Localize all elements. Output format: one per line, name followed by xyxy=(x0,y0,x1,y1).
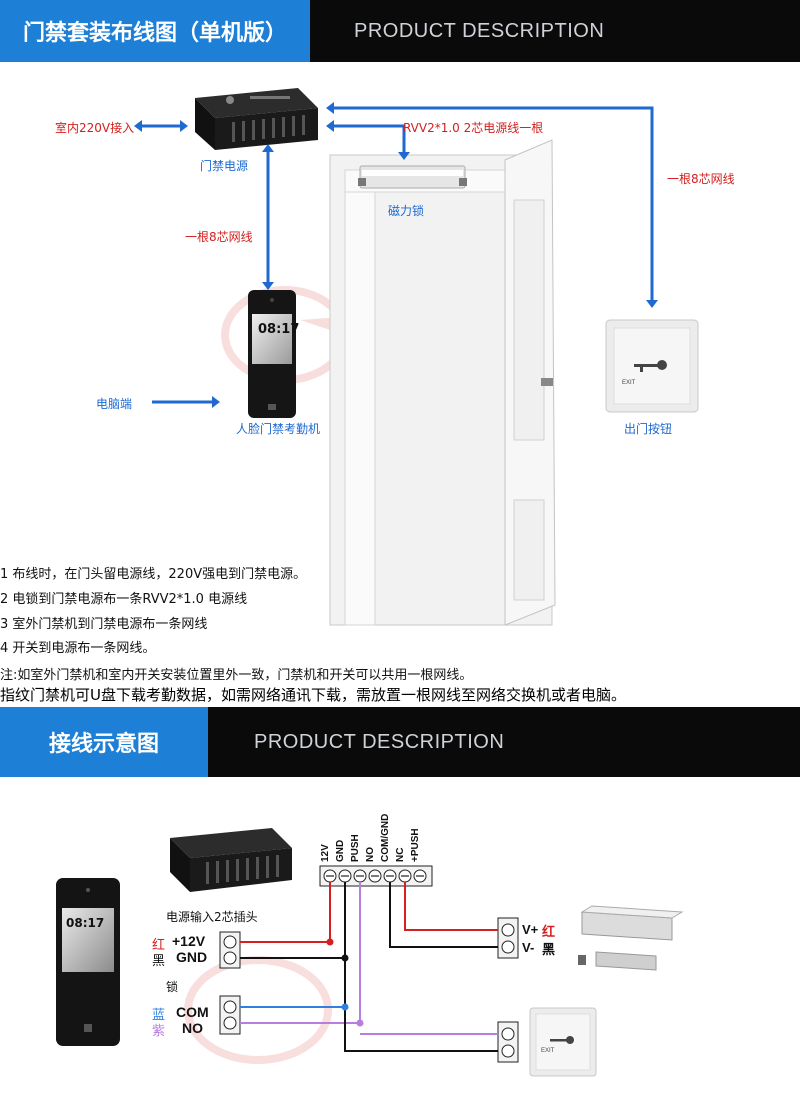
magnetic-lock xyxy=(358,165,467,189)
terminal-label-12v: 12V xyxy=(320,844,331,862)
watermark-logo-2 xyxy=(184,956,332,1064)
banner-title: 门禁套装布线图（单机版） xyxy=(0,0,310,62)
label-lock: 锁 xyxy=(166,980,179,994)
wire-net-exit xyxy=(334,106,654,300)
banner2-subtitle: PRODUCT DESCRIPTION xyxy=(254,730,505,753)
label-power-input: 电源输入2芯插头 xyxy=(166,910,258,924)
door-panel xyxy=(504,139,556,626)
terminal-clock-2: 08:17 xyxy=(66,916,105,930)
terminal-block-lock xyxy=(219,995,241,1035)
terminal-label-nc: NC xyxy=(395,847,406,862)
note-1: 1 布线时，在门头留电源线，220V强电到门禁电源。 xyxy=(0,567,307,582)
note-3: 3 室外门禁机到门禁电源布一条网线 xyxy=(0,617,208,632)
banner-subtitle: PRODUCT DESCRIPTION xyxy=(354,19,605,42)
terminal-label-plus-push: +PUSH xyxy=(410,828,421,862)
wiring-diagram-top xyxy=(134,88,699,626)
terminal-block xyxy=(319,865,433,887)
label-power-supply: 门禁电源 xyxy=(200,159,249,173)
label-no: NO xyxy=(182,1020,203,1036)
label-computer: 电脑端 xyxy=(96,397,133,411)
wire-vplus xyxy=(404,882,498,931)
label-purple-char: 紫 xyxy=(152,1024,166,1039)
label-vminus-color: 黑 xyxy=(542,943,556,958)
label-vplus-color: 红 xyxy=(542,925,556,940)
label-vminus: V- xyxy=(522,940,535,955)
power-supply xyxy=(195,88,318,150)
face-terminal-2 xyxy=(56,878,120,1046)
wire-no xyxy=(240,882,361,1024)
label-net-cable-right: 一根8芯网线 xyxy=(667,172,735,186)
exit-plate-text: EXIT xyxy=(622,380,636,386)
exit-button-device xyxy=(605,319,699,413)
label-exit-button: 出门按钮 xyxy=(624,422,673,436)
label-face-terminal: 人脸门禁考勤机 xyxy=(236,422,321,436)
magnetic-lock-product xyxy=(578,905,684,971)
terminal-label-com-gnd: COM/GND xyxy=(380,813,391,862)
wire-rvv xyxy=(334,124,406,152)
power-supply-2 xyxy=(170,828,292,892)
wire-push-gnd xyxy=(344,958,498,1052)
terminal-block-power xyxy=(219,931,241,969)
middle-banner: 接线示意图 PRODUCT DESCRIPTION xyxy=(0,707,800,777)
banner2-title: 接线示意图 xyxy=(0,707,208,777)
terminal-label-push: PUSH xyxy=(350,834,361,862)
terminal-label-gnd: GND xyxy=(335,839,346,862)
wire-vminus xyxy=(389,882,498,948)
top-banner: 门禁套装布线图（单机版） PRODUCT DESCRIPTION xyxy=(0,0,800,62)
label-rvv-cable: RVV2*1.0 2芯电源线一根 xyxy=(403,121,544,135)
label-com: COM xyxy=(176,1004,209,1020)
label-vplus: V+ xyxy=(522,922,539,937)
note-2: 2 电锁到门禁电源布一条RVV2*1.0 电源线 xyxy=(0,592,248,607)
terminal-block-vpower xyxy=(497,917,519,959)
exit-plate-text-2: EXIT xyxy=(541,1048,555,1054)
label-indoor-220v: 室内220V接入 xyxy=(55,121,135,135)
note-big: 指纹门禁机可U盘下载考勤数据，如需网络通讯下载，需放置一根网线至网络交换机或者电… xyxy=(0,686,626,704)
face-terminal xyxy=(248,290,296,418)
label-blue-char: 蓝 xyxy=(152,1008,166,1023)
label-plus-12v: +12V xyxy=(172,933,206,949)
label-black-char: 黑 xyxy=(152,954,166,969)
terminal-block-exit xyxy=(497,1021,519,1063)
exit-button-device-2 xyxy=(529,1007,597,1077)
label-red-char: 红 xyxy=(152,938,166,953)
label-gnd: GND xyxy=(176,949,208,965)
terminal-label-no: NO xyxy=(365,847,376,862)
note-4: 4 开关到电源布一条网线。 xyxy=(0,641,156,656)
label-net-cable-left: 一根8芯网线 xyxy=(185,230,253,244)
label-mag-lock: 磁力锁 xyxy=(388,204,425,218)
note-remark: 注:如室外门禁机和室内开关安装位置里外一致，门禁机和开关可以共用一根网线。 xyxy=(0,668,473,683)
terminal-clock: 08:17 xyxy=(258,322,300,337)
